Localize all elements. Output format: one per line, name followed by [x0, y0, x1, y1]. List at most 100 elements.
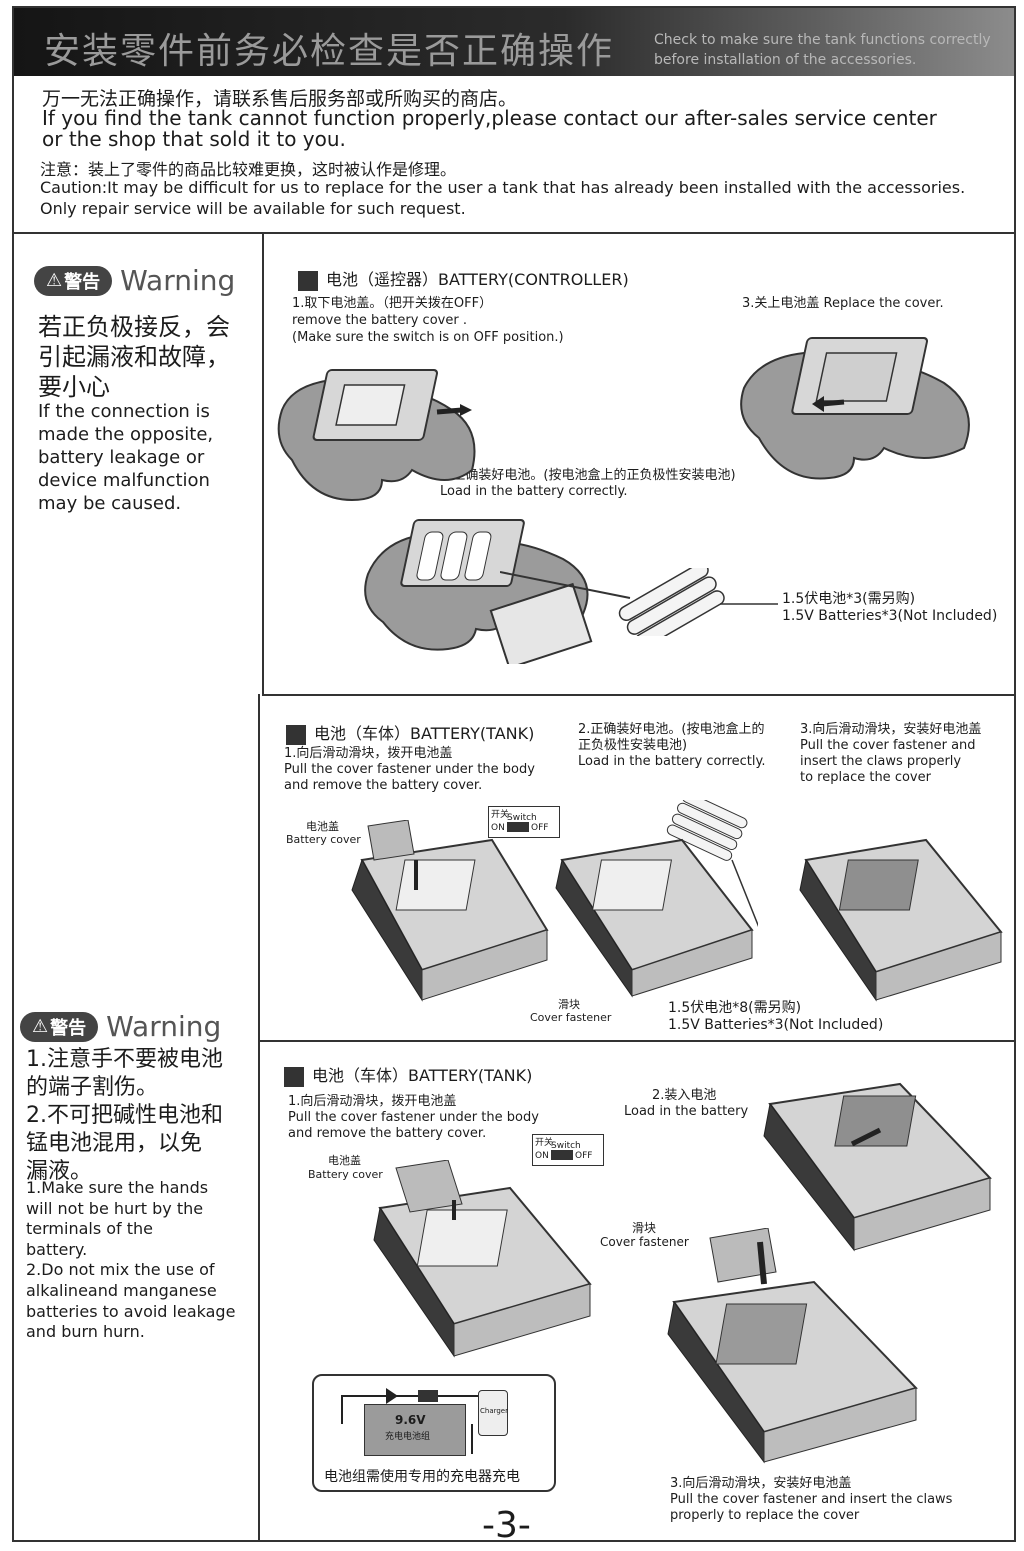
section-3-title: 电池（车体）BATTERY(TANK): [284, 1062, 532, 1087]
warning-line: If the connection is: [38, 401, 210, 422]
switch-on-label: ON: [535, 1151, 549, 1161]
warning-badge-label: 警告: [50, 1017, 87, 1039]
s1-batteries-en: 1.5V Batteries*3(Not Included): [782, 608, 998, 624]
section-2-title-text: 电池（车体）BATTERY(TANK): [314, 724, 535, 743]
s2-step2-en: Load in the battery correctly.: [578, 754, 766, 769]
s3-step3-zh: 3.向后滑动滑块，安装好电池盖: [670, 1476, 852, 1491]
s1-batteries-zh: 1.5伏电池*3(需另购): [782, 591, 916, 607]
switch-slider-icon: [551, 1150, 573, 1160]
tank-load-pack-illustration: [763, 1082, 992, 1252]
s2-batteries-en: 1.5V Batteries*3(Not Included): [668, 1017, 884, 1033]
controller-loading-illustration: [364, 519, 593, 664]
warning-line: and burn hurn.: [26, 1322, 145, 1342]
tank-open-cover-illustration: [351, 820, 549, 1002]
s1-step1-en-2: (Make sure the switch is on OFF position…: [292, 330, 564, 345]
page-frame: [12, 6, 1016, 1542]
warning-triangle-icon: ⚠: [46, 270, 63, 291]
warning-badge-1: ⚠ 警告 Warning: [34, 264, 235, 297]
warning-line: batteries to avoid leakage: [26, 1301, 236, 1321]
section-1-title: 电池（遥控器）BATTERY(CONTROLLER): [298, 266, 629, 291]
warning-line: 1.Make sure the hands: [26, 1178, 209, 1197]
s3-step1-en-2: and remove the battery cover.: [288, 1126, 487, 1141]
s3-step2-en: Load in the battery: [624, 1104, 749, 1119]
warning-line: alkalineand manganese: [26, 1280, 217, 1300]
step-number-icon: [286, 724, 306, 745]
warning-line: 锰电池混用，以免: [26, 1131, 203, 1156]
warning-line: battery leakage or: [38, 447, 205, 468]
charger-icon: Charger: [478, 1390, 508, 1436]
caution-text-en-2: Only repair service will be available fo…: [40, 199, 466, 218]
battery-pack-voltage: 9.6V: [395, 1413, 426, 1427]
divider-column-top: [262, 232, 264, 694]
s1-step1-zh: 1.取下电池盖。（把开关拨在OFF）: [292, 296, 493, 311]
section-3-title-text: 电池（车体）BATTERY(TANK): [312, 1066, 533, 1085]
tank-open-pack-illustration: [373, 1160, 592, 1358]
s2-step3-zh: 3.向后滑动滑块，安装好电池盖: [800, 722, 982, 737]
aa-batteries-illustration: [500, 568, 778, 636]
s2-step3-en-2: insert the claws properly: [800, 754, 962, 769]
charger-note: 电池组需使用专用的充电器充电: [324, 1469, 520, 1485]
divider-section-2: [258, 1040, 1016, 1042]
s3-fastener-en: Cover fastener: [600, 1235, 689, 1249]
s2-fastener-zh: 滑块: [558, 998, 580, 1011]
s3-step2-zh: 2.装入电池: [652, 1088, 717, 1103]
warning-1-en: If the connection is made the opposite, …: [38, 400, 213, 515]
section-2-title: 电池（车体）BATTERY(TANK): [286, 720, 534, 745]
caution-text-en-1: Caution:It may be difficult for us to re…: [40, 178, 966, 197]
divider-section-1: [262, 694, 1016, 696]
intro-text-zh: 万一无法正确操作，请联系售后服务部或所购买的商店。: [42, 88, 518, 110]
controller-open-illustration: [277, 369, 476, 502]
warning-line: made the opposite,: [38, 424, 214, 445]
switch-on-label: ON: [491, 823, 505, 833]
caution-text-zh: 注意：装上了零件的商品比较难更换，这时被认作是修理。: [40, 160, 457, 179]
warning-line: 2.Do not mix the use of: [26, 1260, 215, 1280]
s2-step3-en-1: Pull the cover fastener and: [800, 738, 976, 753]
s2-step3-en-3: to replace the cover: [800, 770, 931, 785]
s1-step2-en: Load in the battery correctly.: [440, 484, 628, 499]
tank-close-pack-illustration: [667, 1228, 918, 1464]
s2-cover-en: Battery cover: [286, 833, 361, 846]
switch-off-label: OFF: [575, 1151, 593, 1161]
intro-text-en-1: If you find the tank cannot function pro…: [42, 106, 937, 130]
s2-cover-zh: 电池盖: [306, 820, 339, 833]
s2-step2-zh-2: 正负极性安装电池): [578, 738, 688, 753]
step-number-icon: [284, 1066, 304, 1087]
warning-pill: ⚠ 警告: [34, 265, 113, 296]
battery-pack-icon: 9.6V 充电电池组: [364, 1404, 466, 1456]
s3-step1-en-1: Pull the cover fastener under the body: [288, 1110, 539, 1125]
warning-triangle-icon: ⚠: [32, 1016, 49, 1037]
s2-step1-en-1: Pull the cover fastener under the body: [284, 762, 535, 777]
s2-batteries-zh: 1.5伏电池*8(需另购): [668, 1000, 802, 1016]
switch-label-zh: 开关: [535, 1138, 554, 1148]
s2-step1-en-2: and remove the battery cover.: [284, 778, 483, 793]
warning-line: 漏液。: [26, 1159, 93, 1184]
warning-line: 的端子割伤。: [26, 1075, 159, 1100]
controller-closed-illustration: [740, 337, 970, 480]
divider-column-bottom: [258, 694, 260, 1542]
section-1-title-text: 电池（遥控器）BATTERY(CONTROLLER): [326, 270, 629, 289]
charger-diagram: 9.6V 充电电池组 Charger 电池组需使用专用的充电器充电: [312, 1374, 556, 1492]
tank-load-aa-illustration: [555, 800, 758, 998]
warning-line: battery.: [26, 1239, 88, 1259]
warning-badge-label: 警告: [64, 271, 101, 293]
warning-line: 1.注意手不要被电池: [26, 1047, 223, 1072]
s3-step3-en-2: properly to replace the cover: [670, 1508, 860, 1523]
s1-step3: 3.关上电池盖 Replace the cover.: [742, 296, 944, 311]
warning-2-en: 1.Make sure the hands will not be hurt b…: [26, 1178, 235, 1343]
s1-step2-zh: 2.正确装好电池。(按电池盒上的正负极性安装电池): [440, 468, 736, 483]
charger-label: Charger: [480, 1407, 508, 1415]
switch-label-en: Switch: [551, 1141, 581, 1151]
s3-cover-zh: 电池盖: [328, 1154, 361, 1167]
switch-off-label: OFF: [531, 823, 549, 833]
warning-line: 引起漏液和故障，: [38, 343, 230, 371]
warning-line: 若正负极接反，会: [38, 313, 230, 341]
header-banner: 安装零件前务必检查是否正确操作 Check to make sure the t…: [14, 8, 1014, 76]
s3-step1-zh: 1.向后滑动滑块，拨开电池盖: [288, 1094, 457, 1109]
s3-switch-diagram: 开关 Switch ON OFF: [532, 1134, 604, 1166]
warning-2-zh: 1.注意手不要被电池 的端子割伤。 2.不可把碱性电池和 锰电池混用，以免 漏液…: [26, 1046, 223, 1186]
s3-fastener-zh: 滑块: [632, 1221, 657, 1235]
warning-1-zh: 若正负极接反，会 引起漏液和故障， 要小心: [38, 312, 230, 402]
page-number: -3-: [482, 1505, 531, 1546]
step-number-icon: [298, 270, 318, 291]
switch-slider-icon: [507, 822, 529, 832]
